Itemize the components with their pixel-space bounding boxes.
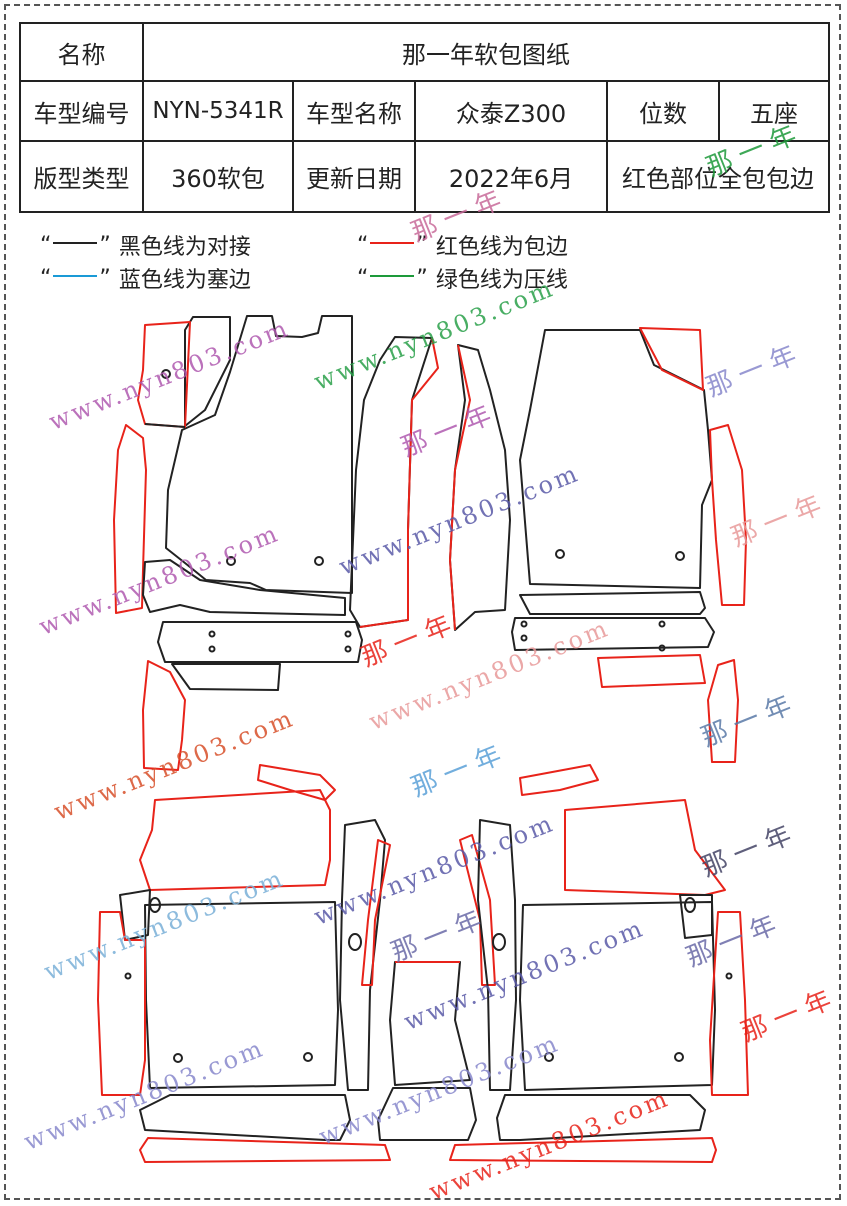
passenger-footrest	[519, 591, 706, 615]
model-name-value: 众泰Z300	[414, 80, 608, 142]
driver-lower-bar	[157, 621, 363, 663]
rear-left-bottom-red	[139, 1137, 391, 1163]
driver-sill-red-edge	[359, 337, 439, 628]
rear-right-bottom-red	[449, 1137, 717, 1163]
driver-sill	[349, 336, 433, 628]
update-date-label: 更新日期	[292, 140, 416, 213]
rear-left-curve-red	[139, 789, 331, 891]
rear-right-side-red	[709, 911, 749, 1096]
update-date-value: 2022年6月	[414, 140, 608, 213]
legend-blue: “” 蓝色线为塞边	[40, 262, 251, 294]
driver-footrest	[142, 559, 346, 616]
name-label: 名称	[19, 22, 144, 82]
seats-label: 位数	[606, 80, 720, 142]
center-left-red	[361, 839, 391, 986]
legend-green-text: 绿色线为压线	[435, 268, 568, 293]
legend-red: “” 红色线为包边	[357, 229, 568, 261]
name-value: 那一年软包图纸	[142, 22, 830, 82]
model-code-value: NYN-5341R	[142, 80, 294, 142]
passenger-lower-bar	[511, 617, 715, 651]
rear-left-tunnel-side	[339, 819, 386, 1091]
spec-table: 名称 那一年软包图纸 车型编号 NYN-5341R 车型名称 众泰Z300 位数…	[19, 22, 830, 213]
rear-left-bottom-strip	[139, 1094, 351, 1141]
driver-left-panel-join	[144, 423, 186, 428]
rear-right-corner	[679, 894, 713, 939]
clip-holes	[124, 369, 733, 1063]
passenger-heel-strip	[597, 654, 706, 688]
blue-line-swatch	[53, 275, 98, 277]
model-name-label: 车型名称	[292, 80, 416, 142]
legend-black-text: 黑色线为对接	[118, 235, 251, 260]
seats-value: 五座	[718, 80, 830, 142]
legend-blue-text: 蓝色线为塞边	[118, 268, 251, 293]
driver-heel-side	[142, 660, 186, 771]
legend-green: “” 绿色线为压线	[357, 262, 568, 294]
black-line-swatch	[53, 242, 98, 244]
driver-main-mat	[165, 315, 353, 594]
rear-right-tunnel-side	[477, 819, 517, 1091]
rear-right-top-red	[519, 764, 599, 796]
passenger-sill-red	[449, 344, 471, 631]
passenger-main-mat	[519, 329, 713, 589]
rear-left-side-red	[97, 911, 146, 1096]
passenger-top-red	[639, 327, 704, 391]
passenger-heel-side	[707, 659, 739, 763]
rear-mats	[97, 764, 749, 1163]
pattern-type-value: 360软包	[142, 140, 294, 213]
pattern-type-label: 版型类型	[19, 140, 144, 213]
front-mats	[113, 315, 747, 771]
driver-side-red	[113, 424, 147, 614]
driver-left-strip	[184, 316, 231, 427]
legend-black: “” 黑色线为对接	[40, 229, 251, 261]
green-line-swatch	[370, 275, 415, 277]
red-line-swatch	[370, 242, 415, 244]
passenger-right-red	[709, 424, 747, 606]
driver-heel-strip	[171, 663, 281, 691]
model-code-label: 车型编号	[19, 80, 144, 142]
rear-right-bottom-strip	[496, 1094, 706, 1141]
legend-red-text: 红色线为包边	[435, 235, 568, 260]
page-border	[4, 4, 841, 1200]
rear-right-curve-red	[564, 799, 726, 896]
edge-note: 红色部位全包包边	[606, 140, 830, 213]
center-tunnel-lower	[377, 1087, 477, 1141]
